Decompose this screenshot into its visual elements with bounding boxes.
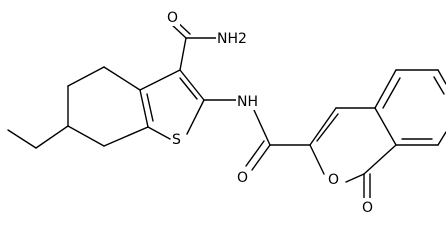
bond-c6-c7 [437,69,446,85]
bond-c4a-c5-inner [382,77,401,109]
bond-c7-c7a [103,126,149,147]
bond-ethyl-ch2-ch3 [7,129,37,149]
bond-c3-c2 [179,69,205,101]
bond-linker-c-o-double-1 [251,144,271,171]
bond-c2-s [186,99,205,135]
bond-linker-c-o-double-2 [245,140,265,167]
bond-c6-ethyl-ch2 [35,125,69,149]
molecule-canvas: O NH2 NH S O O O [7,8,446,216]
bond-c7-c8 [437,131,446,146]
bond-c3-c2-inner [179,77,198,100]
bond-c4a-c5 [374,69,397,109]
atom-label-thiophene-s: S [172,132,181,148]
atom-label-amide-o: O [167,10,178,26]
atom-label-linker-o: O [237,170,248,186]
bond-c7a-c3a [139,89,149,128]
bond-o2-c1-iso [345,173,365,183]
bond-c6-c7 [67,125,105,147]
atom-label-nh2: NH2 [217,31,247,47]
bond-c7a-c3a-inner [146,93,154,122]
bond-c3a-c3 [139,69,181,91]
bond-c4-c5 [67,66,105,87]
bond-nh-amide-c [253,109,271,146]
structure-drawing: O NH2 NH S O O O [7,8,446,216]
atom-label-ring-o: O [328,172,339,188]
bond-c3-c4-iso [309,107,337,146]
bond-amide-c-to-ring [179,37,187,71]
bond-c3-o2-iso [309,144,325,175]
bond-c6-c7-inner [433,76,445,95]
bond-c4a-c8a [374,107,397,146]
bonds [7,18,446,199]
bond-c3a-c4 [103,66,141,91]
atom-labels: O NH2 NH S O O O [166,8,376,216]
bond-c3-c4-iso-inner [316,113,339,142]
bond-s-c7a [147,126,171,140]
atom-label-linker-nh: NH [237,94,258,110]
bond-c1-c8a-iso [363,144,397,175]
atom-label-lactone-o: O [362,200,373,216]
